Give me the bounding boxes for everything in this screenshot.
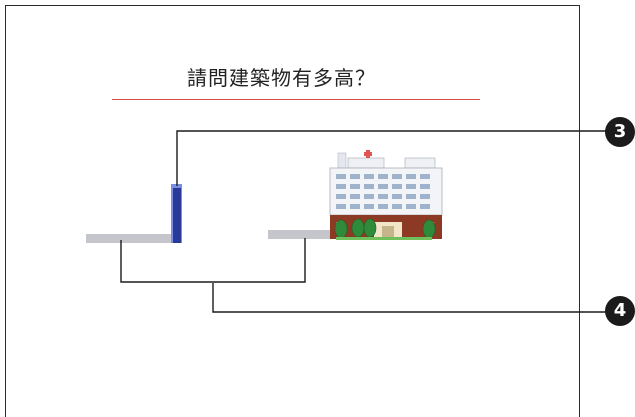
leader-line-3 xyxy=(176,130,607,186)
slide-title: 請問建築物有多高？ xyxy=(187,66,376,90)
leader-line-4 xyxy=(212,283,607,313)
title-underline xyxy=(112,99,480,100)
distance-bracket xyxy=(120,238,306,283)
left-base-bar xyxy=(86,234,174,243)
column xyxy=(173,188,181,243)
right-base-bar xyxy=(268,230,330,239)
callout-4: 4 xyxy=(605,296,635,326)
callout-3: 3 xyxy=(605,117,635,147)
slide-frame xyxy=(5,5,580,417)
hospital-building-icon xyxy=(329,150,443,240)
